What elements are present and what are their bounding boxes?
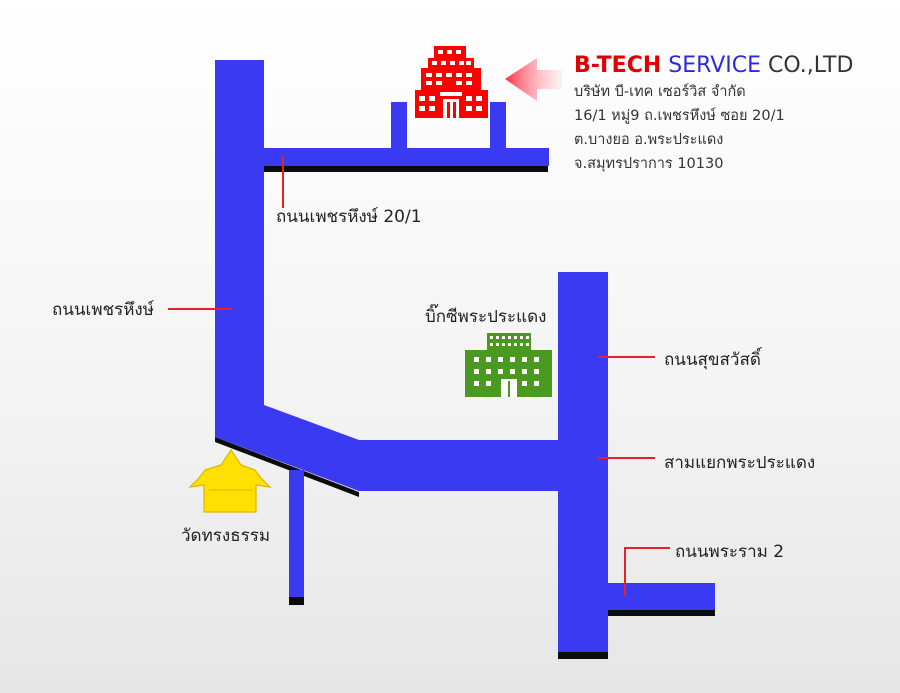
label-phetchahueng-road: ถนนเพชรหึงษ์ (52, 300, 154, 320)
road-wat-branch (289, 470, 304, 597)
road-phetchahueng (215, 60, 558, 491)
label-wat: วัดทรงธรรม (181, 526, 271, 546)
leader-rama2 (624, 547, 670, 596)
company-address-line1: 16/1 หมู่9 ถ.เพชรหึงษ์ ซอย 20/1 (574, 108, 785, 124)
label-big-c: บิ๊กซีพระประแดง (425, 307, 547, 327)
temple-icon (188, 448, 272, 513)
leader-lines (168, 156, 670, 596)
company-name: B-TECH SERVICE CO.,LTD (574, 52, 853, 80)
company-name-btech: B-TECH (574, 53, 662, 78)
company-name-service: SERVICE (668, 53, 762, 78)
company-building-icon (415, 46, 488, 118)
road-shadows (215, 166, 715, 659)
company-address-line2: ต.บางยอ อ.พระประแดง (574, 132, 724, 148)
company-name-coltd: CO.,LTD (768, 53, 854, 78)
label-soi-20-1: ถนนเพชรหึงษ์ 20/1 (276, 207, 422, 227)
road-suksawat (558, 272, 608, 652)
road-soi-20-1 (264, 148, 549, 166)
mall-building-icon (465, 333, 552, 397)
label-phra-pradaeng-junction: สามแยกพระประแดง (664, 453, 816, 473)
company-thai-name: บริษัท บี-เทค เซอร์วิส จำกัด (574, 84, 746, 100)
road-soi-stub-left (391, 102, 407, 150)
label-suksawat-road: ถนนสุขสวัสดิ์ (664, 350, 761, 370)
company-address-line3: จ.สมุทรปราการ 10130 (574, 156, 724, 172)
road-soi-stub-right (490, 102, 506, 150)
company-info: B-TECH SERVICE CO.,LTD บริษัท บี-เทค เซอ… (574, 52, 853, 176)
label-rama2-road: ถนนพระราม 2 (675, 542, 785, 562)
arrow-left-icon (505, 58, 562, 101)
road-network (215, 60, 715, 652)
